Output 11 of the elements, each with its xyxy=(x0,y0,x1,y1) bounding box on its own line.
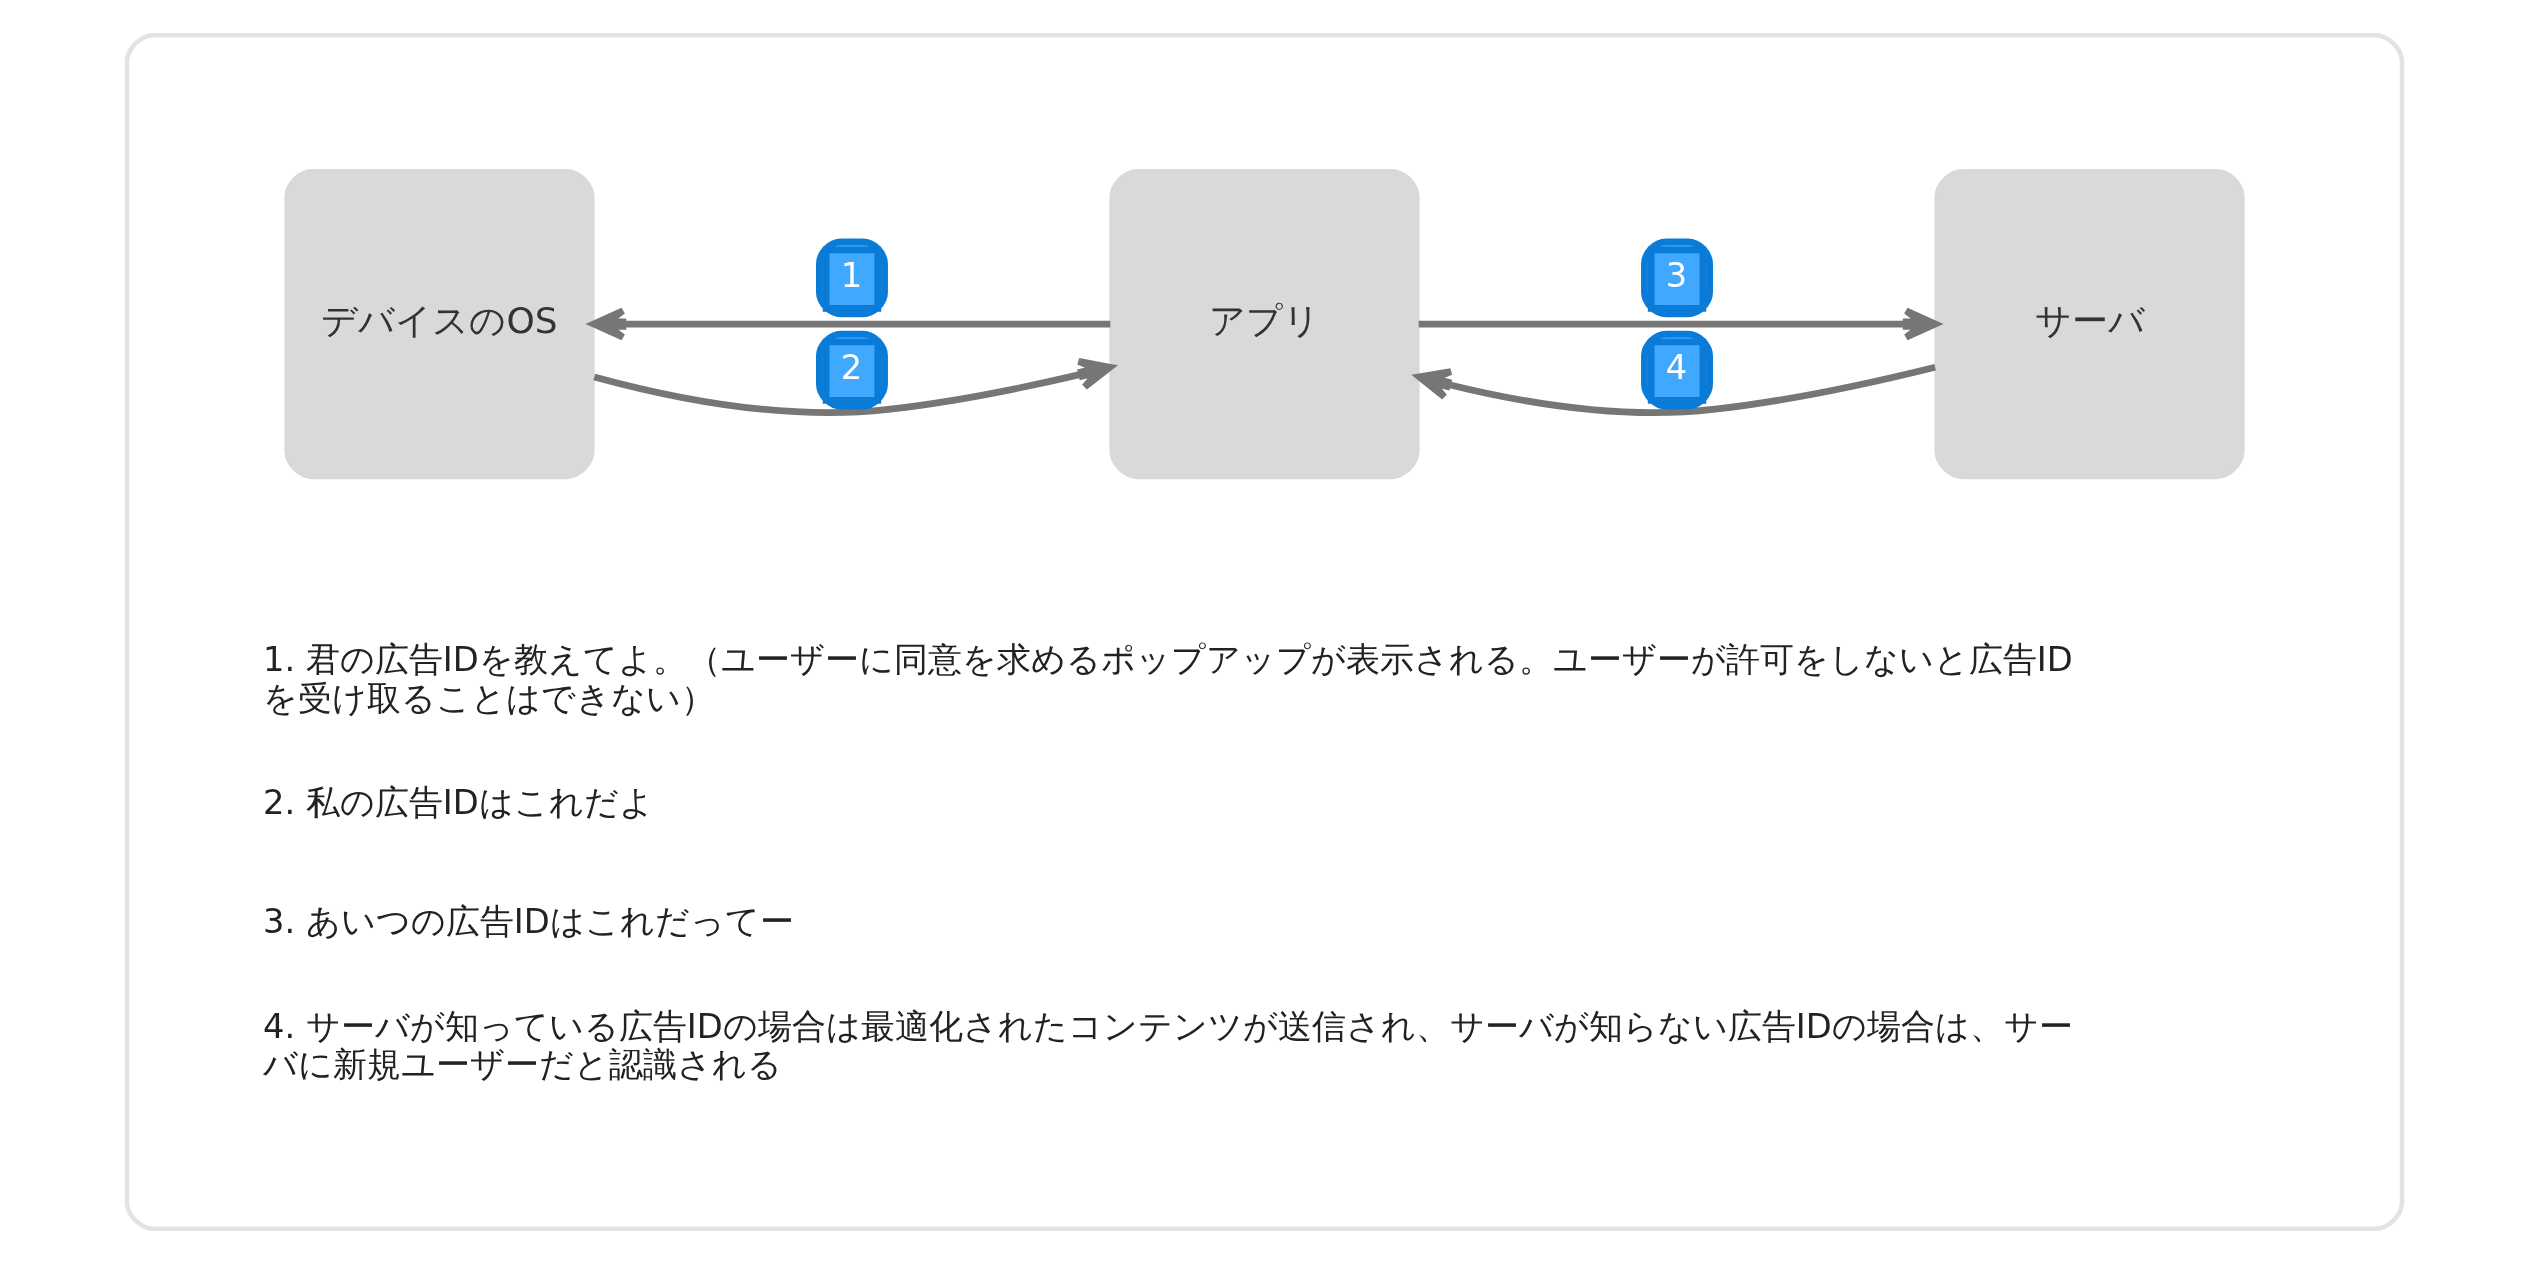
node-box: アプリ xyxy=(1108,168,1420,480)
label: 3. あいつの広告IDはこれだってー xyxy=(262,902,794,942)
edge-label: 1 xyxy=(840,255,862,295)
label: 4. サーバが知っている広告IDの場合は最適化されたコンテンツが送信され、サーバが知らない広告IDの場合は、サーバに新規ユーザーだと認識される xyxy=(262,1006,2073,1084)
node-box: デバイスのOS xyxy=(283,168,595,480)
label: 1. 君の広告IDを教えてよ。（ユーザーに同意を求めるポップアップが表示される。ユーザーが許可をしないと広告IDを受け取ることはできない） xyxy=(262,640,2073,718)
cluster xyxy=(124,32,2404,1232)
edge-label: 4 xyxy=(1665,348,1687,388)
node-box: サーバ xyxy=(1933,168,2245,480)
edge-label: 3 xyxy=(1665,255,1687,295)
label: 2. 私の広告IDはこれだよ xyxy=(262,783,654,823)
